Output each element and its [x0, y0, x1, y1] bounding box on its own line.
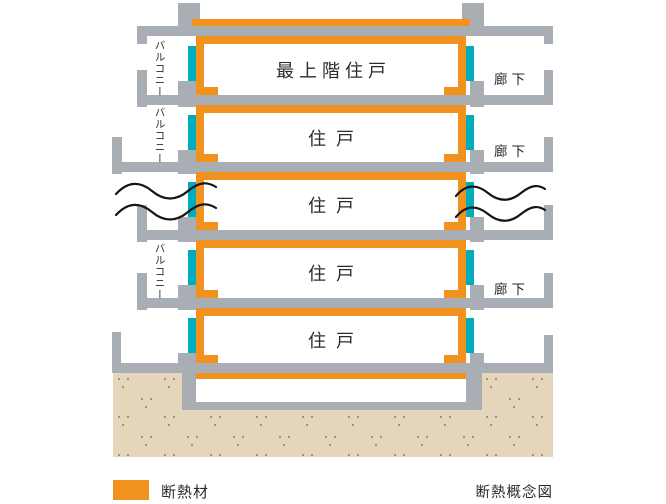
outer-wall-right — [544, 335, 553, 373]
wall-step-right-2 — [470, 150, 484, 174]
wall-step-right-3 — [470, 217, 484, 242]
balcony-rail-4 — [137, 273, 147, 310]
window-right-1 — [466, 46, 474, 81]
wall-step-right-4 — [470, 285, 484, 310]
insulation-return-left-5 — [204, 355, 218, 363]
room-top-floor: 最上階住戸 — [196, 36, 466, 95]
wall-step-left-1 — [178, 81, 196, 107]
wall-step-left-2 — [178, 150, 196, 174]
ground-slab-band — [113, 363, 553, 373]
insulation-return-right-4 — [444, 290, 458, 298]
window-left-4 — [188, 250, 196, 285]
balcony-rail-1 — [137, 70, 147, 107]
roof-slab — [137, 26, 553, 36]
insulation-return-left-4 — [204, 290, 218, 298]
roof-edge-lip-left — [137, 36, 147, 44]
window-right-3 — [466, 182, 474, 217]
room-top-floor-label: 最上階住戸 — [276, 60, 391, 82]
parapet-right — [462, 3, 484, 19]
window-left-3 — [188, 182, 196, 217]
break-lines-left — [114, 182, 218, 221]
wall-step-left-4 — [178, 285, 196, 310]
corridor-rail-3 — [544, 205, 553, 240]
corridor-label-4: 廊下 — [494, 282, 529, 298]
floor-slab-2 — [112, 162, 553, 172]
window-left-1 — [188, 46, 196, 81]
legend-swatch — [113, 480, 149, 500]
wall-step-left-3 — [178, 217, 196, 242]
window-right-4 — [466, 250, 474, 285]
room-unit-4-label: 住戸 — [308, 264, 364, 285]
corridor-rail-4 — [544, 273, 553, 308]
roof-insulation — [192, 19, 470, 26]
floor-slab-4 — [137, 298, 553, 308]
balcony-rail-3 — [137, 205, 147, 242]
insulation-return-right-3 — [444, 222, 458, 230]
outer-wall-left — [112, 332, 121, 373]
corridor-label-1: 廊下 — [494, 72, 529, 88]
room-unit-3-label: 住戸 — [308, 196, 364, 217]
balcony-rail-2 — [112, 137, 122, 174]
window-left-2 — [188, 115, 196, 150]
legend-label: 断熱材 — [161, 483, 210, 501]
diagram-caption: 断熱概念図 — [475, 485, 553, 501]
floor-slab-3 — [137, 230, 553, 240]
insulation-return-right-5 — [444, 355, 458, 363]
insulation-return-left-1 — [204, 87, 218, 95]
corridor-label-2: 廊下 — [494, 144, 529, 160]
balcony-label-1: バルコニー — [153, 40, 166, 98]
room-unit-2-label: 住戸 — [308, 128, 364, 150]
wall-step-right-1 — [470, 81, 484, 107]
corridor-rail-1 — [544, 70, 553, 105]
corridor-rail-2 — [544, 137, 553, 172]
room-unit-4: 住戸 — [196, 240, 466, 298]
window-right-2 — [466, 115, 474, 150]
room-unit-5: 住戸 — [196, 308, 466, 363]
insulation-return-right-2 — [444, 154, 458, 162]
room-unit-3: 住戸 — [196, 172, 466, 230]
room-unit-5-label: 住戸 — [308, 330, 364, 352]
window-left-5 — [188, 318, 196, 353]
parapet-right-stem — [470, 19, 484, 36]
insulation-return-right-1 — [444, 87, 458, 95]
room-unit-2: 住戸 — [196, 105, 466, 162]
balcony-label-4: バルコニー — [153, 243, 166, 301]
insulation-return-left-3 — [204, 222, 218, 230]
window-right-5 — [466, 318, 474, 353]
parapet-left-stem — [178, 19, 192, 36]
roof-edge-lip-right — [544, 36, 553, 44]
insulation-return-left-2 — [204, 154, 218, 162]
underfloor-insulation — [196, 373, 466, 379]
parapet-left — [178, 3, 200, 19]
floor-slab-1 — [137, 95, 553, 105]
break-lines-right — [454, 185, 547, 222]
balcony-label-2: バルコニー — [153, 107, 166, 165]
